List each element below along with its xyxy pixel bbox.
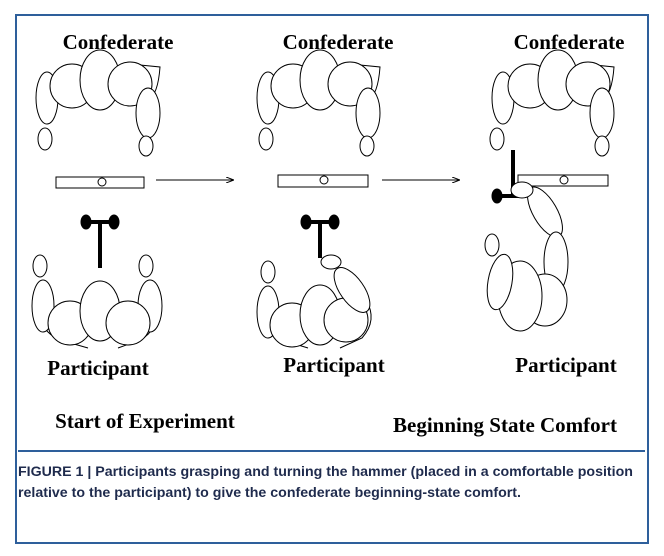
caption-divider [18, 450, 645, 452]
panel1-table [55, 176, 145, 189]
panel2-top-label: Confederate [283, 30, 394, 54]
panel3-table [517, 174, 609, 187]
panel1-top-label: Confederate [63, 30, 174, 54]
panel1-confederate-figure [35, 49, 161, 157]
panel3-confederate-figure [489, 49, 615, 157]
figure-caption: FIGURE 1 | Participants grasping and tur… [18, 462, 638, 503]
panel2-bottom-label: Participant [283, 353, 384, 377]
panel3-top-label: Confederate [514, 30, 625, 54]
stage-label-start: Start of Experiment [55, 409, 235, 433]
panel2-hammer [300, 214, 340, 258]
panel2-table [277, 174, 369, 188]
panel2-confederate-figure [256, 49, 381, 157]
caption-text: Participants grasping and turning the ha… [18, 464, 633, 501]
panel1-hammer [80, 214, 120, 268]
stage-label-end: Beginning State Comfort [393, 413, 617, 437]
panel2-participant-figure [256, 254, 372, 349]
panel1-bottom-label: Participant [47, 356, 148, 380]
panel3-bottom-label: Participant [515, 353, 616, 377]
panel1-participant-figure [31, 254, 163, 349]
caption-label: FIGURE 1 | [18, 464, 92, 480]
panel3-participant-figure [484, 181, 569, 332]
figure-illustration: Confederate Confederate Confederate [31, 30, 625, 437]
